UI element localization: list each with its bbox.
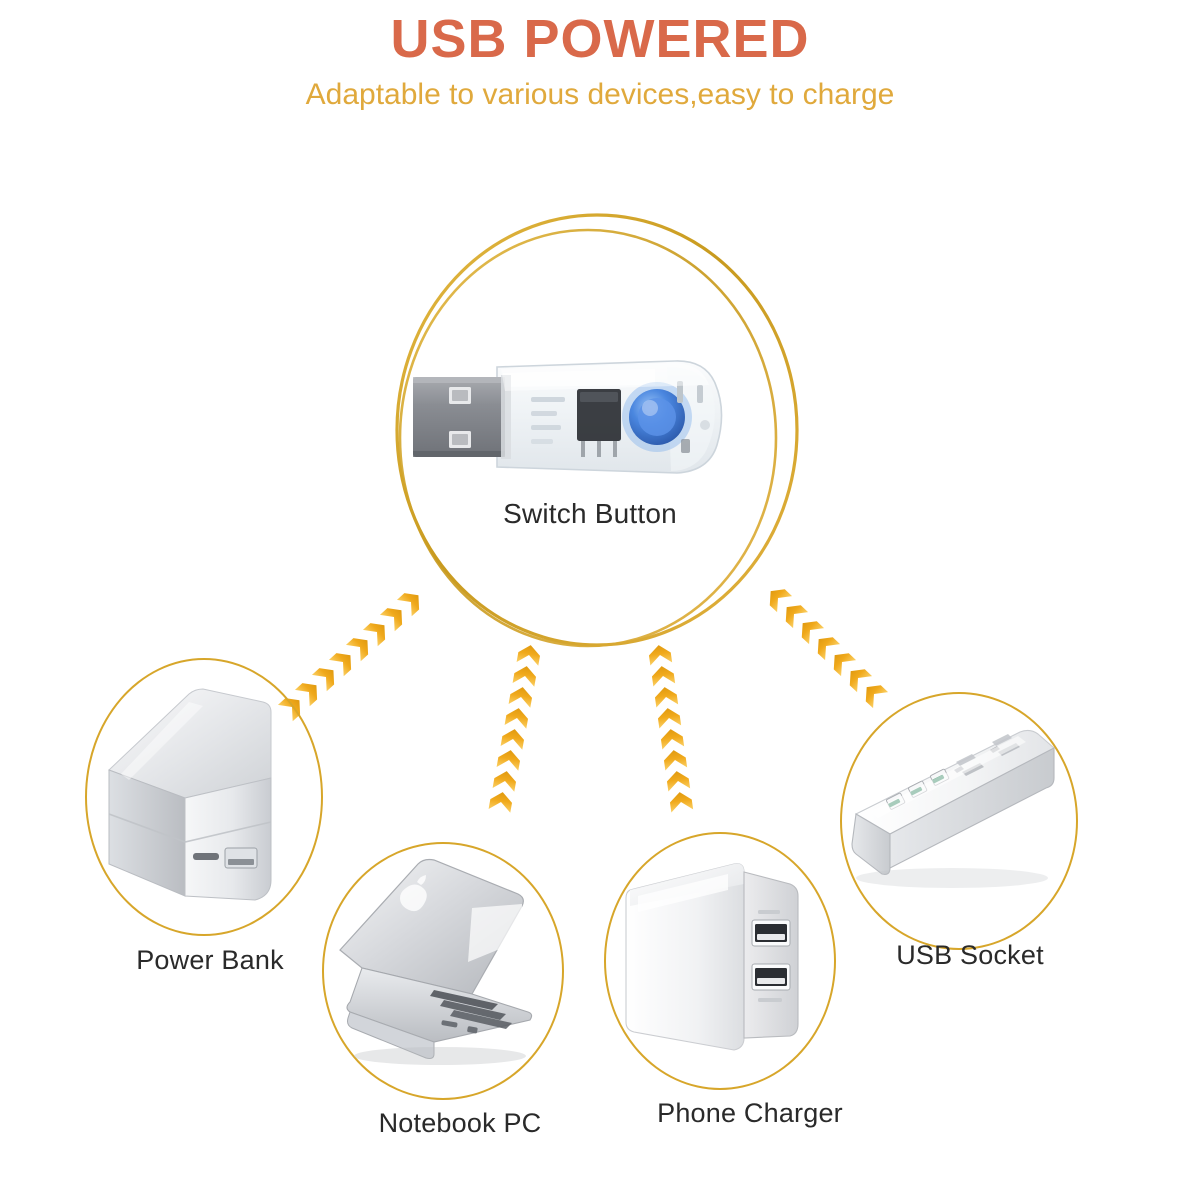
header: USB POWERED Adaptable to various devices… — [0, 0, 1200, 160]
power-bank-front-face — [184, 777, 272, 901]
power-bank-seam — [108, 813, 272, 843]
strip-front-face — [889, 747, 1055, 869]
apple-logo — [400, 875, 427, 912]
internal-components — [531, 381, 710, 457]
strip-shadow — [856, 868, 1048, 888]
power-bank-gloss — [121, 702, 203, 780]
usb-port-top — [751, 919, 791, 947]
laptop-ports — [441, 1020, 478, 1034]
shell-gloss — [501, 363, 709, 391]
laptop-icon[interactable] — [322, 842, 564, 1100]
center-ring-inner — [398, 228, 778, 648]
center-ring-group — [395, 213, 799, 648]
power-bank-icon[interactable] — [85, 658, 323, 936]
power-strip-icon[interactable] — [840, 692, 1078, 950]
micro-usb-port — [193, 853, 219, 860]
strip-top-face — [854, 729, 1055, 835]
arrow-to-phone-charger — [647, 643, 694, 813]
page-title: USB POWERED — [390, 9, 810, 69]
laptop-keyboard — [430, 990, 512, 1029]
switch-button-label: Switch Button — [503, 498, 677, 529]
charger-gloss — [638, 874, 728, 912]
page-subtitle: Adaptable to various devices,easy to cha… — [305, 78, 895, 112]
strip-gloss — [870, 736, 1026, 818]
notebook-pc-label: Notebook PC — [378, 1108, 542, 1138]
strip-left-end-face — [851, 813, 891, 875]
phone-charger-label: Phone Charger — [657, 1098, 843, 1128]
usb-a-port — [224, 847, 258, 869]
charger-spec-mark-top — [758, 910, 780, 914]
laptop-front-edge — [347, 1011, 435, 1059]
arrow-to-notebook-pc — [488, 643, 542, 813]
laptop-lid — [339, 858, 524, 995]
blue-push-button — [622, 382, 692, 452]
usb-switch-dongle[interactable] — [405, 345, 750, 490]
usb-a-connector — [413, 375, 511, 459]
transistor-component — [577, 389, 621, 457]
wall-charger-icon[interactable] — [604, 832, 836, 1090]
laptop-shadow — [354, 1047, 526, 1065]
usb-port-bottom — [751, 963, 791, 991]
power-bank-top-face — [108, 688, 272, 799]
arrow-to-usb-socket — [763, 583, 889, 709]
power-bank-label: Power Bank — [136, 945, 284, 975]
usb-socket-label: USB Socket — [896, 940, 1044, 970]
charger-spec-mark-bottom — [758, 998, 782, 1002]
charger-port-face — [743, 871, 799, 1039]
laptop-lid-reflection — [468, 904, 522, 962]
